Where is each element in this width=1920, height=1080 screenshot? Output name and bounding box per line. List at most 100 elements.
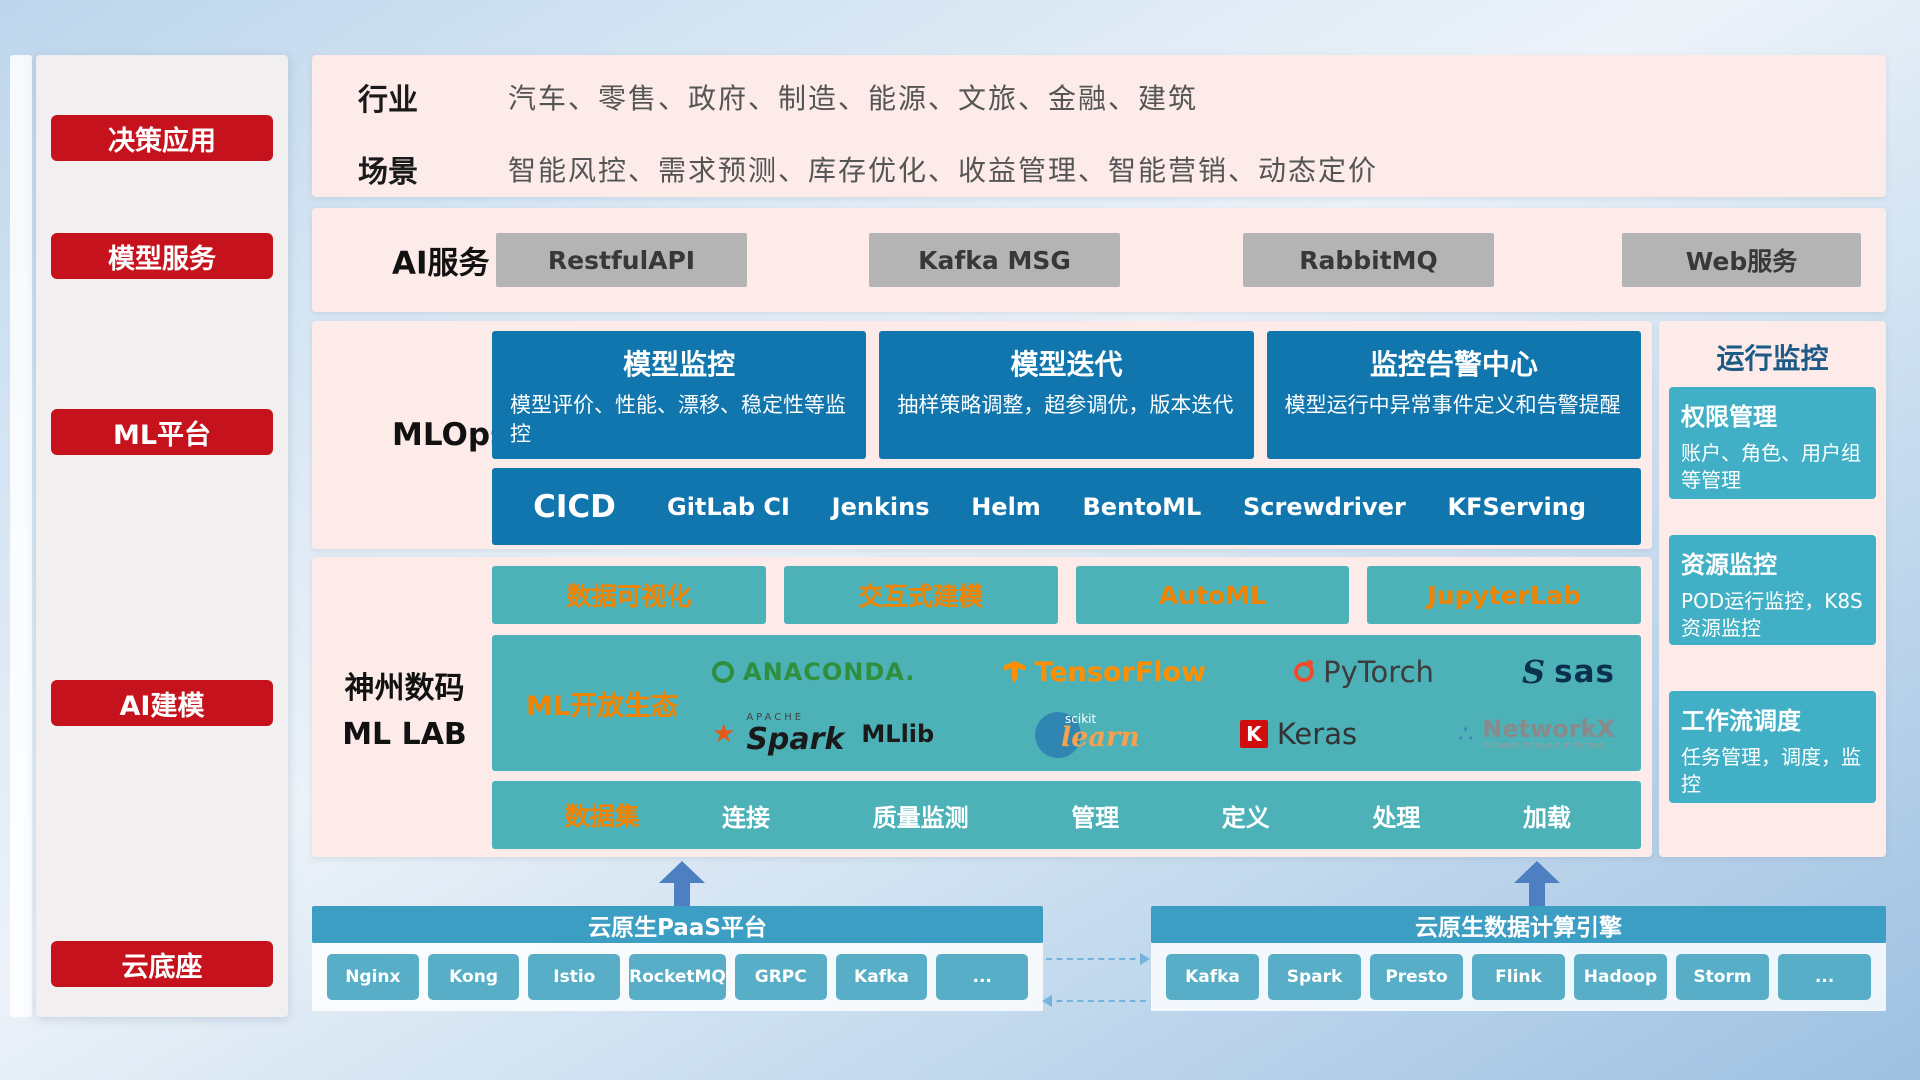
- dataset-items: 连接 质量监测 管理 定义 处理 加载: [712, 798, 1641, 833]
- cicd-item-screwdriver: Screwdriver: [1242, 492, 1406, 521]
- workflow-scheduling-card: 工作流调度 任务管理，调度，监控: [1669, 691, 1876, 803]
- card-desc: 任务管理，调度，监控: [1681, 745, 1861, 796]
- interactive-modeling-button[interactable]: 交互式建模: [783, 566, 1058, 624]
- rocketmq-button[interactable]: RocketMQ: [629, 954, 726, 1000]
- scenario-list: 智能风控、需求预测、库存优化、收益管理、智能营销、动态定价: [508, 154, 1379, 187]
- mlops-label: MLOps: [392, 417, 509, 453]
- pytorch-logo: PyTorch: [1294, 655, 1434, 689]
- kafka-button[interactable]: Kafka: [835, 954, 928, 1000]
- cicd-item-jenkins: Jenkins: [831, 492, 930, 521]
- anaconda-icon: [712, 661, 734, 683]
- card-title: 资源监控: [1681, 551, 1777, 579]
- logo-row: ANACONDA. TensorFlow PyTorch sas: [712, 641, 1615, 703]
- web-service-button[interactable]: Web服务: [1622, 233, 1861, 287]
- keras-logo: K Keras: [1239, 717, 1357, 751]
- networkx-logo: NetworkX Network Analysis in Python: [1458, 715, 1615, 752]
- sidebar-item-cloud-base[interactable]: 云底座: [51, 941, 273, 987]
- runtime-monitor-title: 运行监控: [1716, 342, 1829, 375]
- spark-wordmark-stack: APACHE Spark: [746, 713, 844, 755]
- cicd-item-kfserving: KFServing: [1447, 492, 1586, 521]
- dashed-arrow-left-icon: [1042, 995, 1146, 1007]
- model-monitoring-card: 模型监控 模型评价、性能、漂移、稳定性等监控: [492, 331, 867, 459]
- up-arrow-icon: [1514, 861, 1560, 907]
- card-desc: 抽样策略调整，超参调优，版本迭代: [897, 393, 1234, 417]
- sas-wordmark: sas: [1554, 654, 1615, 690]
- kafka-engine-button[interactable]: Kafka: [1166, 954, 1259, 1000]
- dataset-item-load: 加载: [1522, 803, 1571, 832]
- mlops-band: MLOps 模型监控 模型评价、性能、漂移、稳定性等监控 模型迭代 抽样策略调整…: [312, 321, 1652, 549]
- kong-button[interactable]: Kong: [427, 954, 520, 1000]
- ml-lab-label: 神州数码 ML LAB: [317, 557, 492, 857]
- model-iteration-card: 模型迭代 抽样策略调整，超参调优，版本迭代: [879, 331, 1254, 459]
- spark-sub-label: APACHE: [746, 712, 805, 723]
- storm-button[interactable]: Storm: [1676, 954, 1769, 1000]
- automl-button[interactable]: AutoML: [1075, 566, 1350, 624]
- scikit-learn-wordmark: learn: [1061, 722, 1140, 753]
- ml-lab-label-line1: 神州数码: [344, 670, 465, 706]
- ml-lab-label-line2: ML LAB: [342, 716, 467, 752]
- sidebar-item-model-service[interactable]: 模型服务: [51, 233, 273, 279]
- dataset-item-process: 处理: [1372, 803, 1421, 832]
- sas-logo: sas: [1522, 653, 1615, 691]
- anaconda-wordmark: ANACONDA.: [743, 658, 916, 686]
- ml-lab-band: 神州数码 ML LAB 数据可视化 交互式建模 AutoML JupyterLa…: [312, 557, 1652, 857]
- nginx-button[interactable]: Nginx: [327, 954, 419, 1000]
- tensorflow-icon: [1003, 661, 1026, 683]
- presto-button[interactable]: Presto: [1370, 954, 1463, 1000]
- card-title: 模型迭代: [1010, 348, 1123, 381]
- card-title: 监控告警中心: [1369, 348, 1538, 381]
- ai-service-label: AI服务: [392, 245, 490, 282]
- ml-ecosystem-logos: ANACONDA. TensorFlow PyTorch sas: [712, 641, 1641, 765]
- data-engine-header: 云原生数据计算引擎: [1151, 906, 1886, 943]
- dataset-row: 数据集 连接 质量监测 管理 定义 处理 加载: [492, 781, 1641, 849]
- networkx-icon: [1458, 720, 1473, 748]
- industry-scenario-band: 行业 汽车、零售、政府、制造、能源、文旅、金融、建筑 场景 智能风控、需求预测、…: [312, 55, 1886, 197]
- card-title: 权限管理: [1681, 403, 1777, 431]
- left-sidebar: 决策应用 模型服务 ML平台 AI建模 云底座: [36, 55, 288, 1017]
- restful-api-button[interactable]: RestfulAPI: [496, 233, 747, 287]
- keras-icon: K: [1239, 720, 1268, 748]
- flink-button[interactable]: Flink: [1472, 954, 1565, 1000]
- scikit-learn-logo: scikit learn: [1035, 708, 1140, 760]
- card-desc: POD运行监控，K8S资源监控: [1681, 589, 1863, 640]
- scenario-label: 场景: [358, 155, 418, 190]
- sas-icon: [1522, 653, 1545, 691]
- alert-center-card: 监控告警中心 模型运行中异常事件定义和告警提醒: [1266, 331, 1641, 459]
- more-engine-button[interactable]: ...: [1778, 954, 1871, 1000]
- kafka-msg-button[interactable]: Kafka MSG: [869, 233, 1120, 287]
- cicd-item-bentoml: BentoML: [1082, 492, 1202, 521]
- sidebar-item-ai-modeling[interactable]: AI建模: [51, 680, 273, 726]
- dashed-arrow-right-icon: [1046, 953, 1150, 965]
- istio-button[interactable]: Istio: [528, 954, 621, 1000]
- card-title: 工作流调度: [1681, 707, 1801, 735]
- tensorflow-wordmark: TensorFlow: [1034, 656, 1207, 688]
- scikit-sub-label: scikit: [1065, 712, 1097, 726]
- jupyterlab-button[interactable]: JupyterLab: [1367, 566, 1641, 624]
- grpc-button[interactable]: GRPC: [734, 954, 827, 1000]
- mlops-cards: 模型监控 模型评价、性能、漂移、稳定性等监控 模型迭代 抽样策略调整，超参调优，…: [492, 331, 1641, 459]
- card-desc: 模型评价、性能、漂移、稳定性等监控: [510, 393, 846, 447]
- rabbitmq-button[interactable]: RabbitMQ: [1243, 233, 1494, 287]
- hadoop-button[interactable]: Hadoop: [1574, 954, 1667, 1000]
- paas-platform-header: 云原生PaaS平台: [312, 906, 1043, 943]
- permission-management-card: 权限管理 账户、角色、用户组等管理: [1669, 387, 1876, 499]
- ai-service-band: AI服务 RestfulAPI Kafka MSG RabbitMQ Web服务: [312, 208, 1886, 312]
- dataset-label: 数据集: [564, 802, 640, 831]
- data-visualization-button[interactable]: 数据可视化: [492, 566, 766, 624]
- ml-ecosystem-box: ML开放生态 ANACONDA. TensorFlow PyTorch sas: [492, 635, 1641, 771]
- dataset-item-define: 定义: [1221, 803, 1270, 832]
- sidebar-item-ml-platform[interactable]: ML平台: [51, 409, 273, 455]
- data-engine-body: Kafka Spark Presto Flink Hadoop Storm ..…: [1151, 943, 1886, 1011]
- cicd-item-helm: Helm: [971, 492, 1041, 521]
- spark-button[interactable]: Spark: [1268, 954, 1361, 1000]
- spark-wordmark: Spark: [746, 722, 845, 757]
- logo-row: APACHE Spark MLlib scikit learn K Keras: [712, 703, 1615, 765]
- networkx-wordmark-stack: NetworkX Network Analysis in Python: [1482, 715, 1615, 752]
- dataset-item-connect: 连接: [722, 803, 770, 832]
- ml-ecosystem-label: ML开放生态: [525, 690, 679, 722]
- spark-mllib-logo: APACHE Spark MLlib: [712, 713, 934, 755]
- card-desc: 账户、角色、用户组等管理: [1681, 441, 1861, 492]
- tensorflow-logo: TensorFlow: [1003, 656, 1207, 688]
- sidebar-item-decision-apps[interactable]: 决策应用: [51, 115, 273, 161]
- more-button[interactable]: ...: [936, 954, 1029, 1000]
